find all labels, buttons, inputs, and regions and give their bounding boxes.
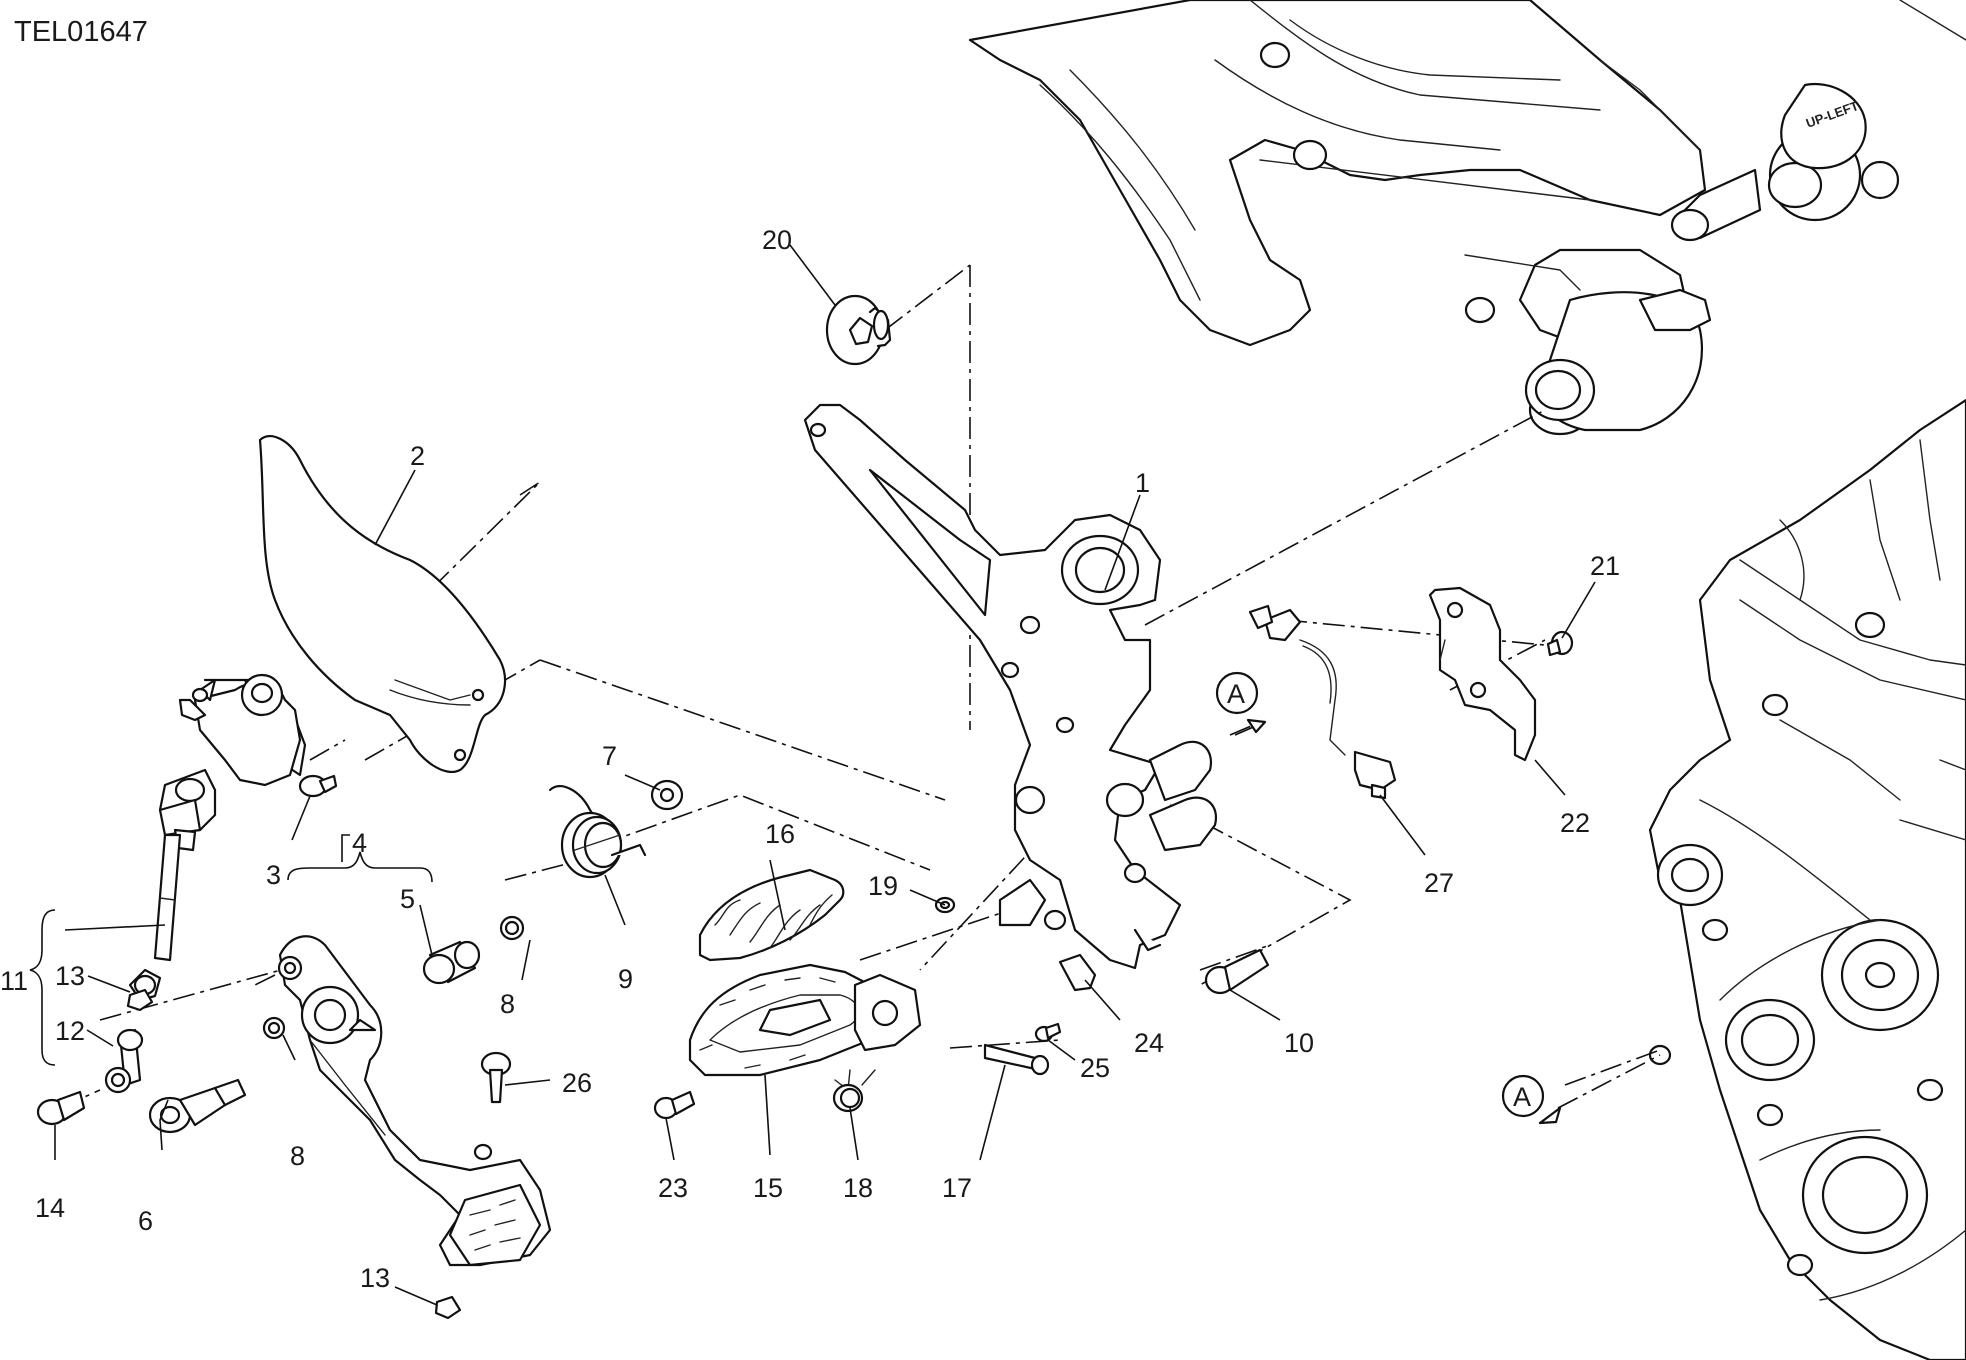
callout-17: 17 [942, 1173, 972, 1203]
callout-5: 5 [400, 884, 415, 914]
group-4-bracket [287, 851, 433, 883]
part-12-clevis [104, 1028, 144, 1094]
part-4-brake-pedal [277, 935, 552, 1267]
part-11-rear-master-cylinder [128, 673, 307, 1002]
callout-25: 25 [1080, 1053, 1110, 1083]
part-27-brake-light-switch [1248, 604, 1397, 800]
part-15-footpeg [688, 963, 922, 1077]
callout-8b: 8 [290, 1141, 305, 1171]
part-16-footpeg-rubber [698, 868, 845, 962]
callout-26: 26 [562, 1068, 592, 1098]
part-14-pin-screw [36, 1090, 86, 1126]
part-18-peg-spring [832, 1069, 876, 1113]
part-13-nut-upper [126, 988, 154, 1012]
drawing-code: TEL01647 [14, 16, 148, 48]
part-9-return-spring [548, 784, 647, 879]
callout-2: 2 [410, 441, 425, 471]
callout-11: 11 [0, 966, 28, 996]
group-11-brace [29, 909, 56, 1066]
part-3-screw [298, 774, 338, 798]
engine-crankcase [1648, 398, 1966, 1360]
part-23-screw [653, 1090, 696, 1120]
svg-text:A: A [1513, 1082, 1531, 1112]
callout-23: 23 [658, 1173, 688, 1203]
callout-16: 16 [765, 819, 795, 849]
callout-21: 21 [1590, 551, 1620, 581]
part-2-heel-guard [258, 434, 507, 773]
callout-20: 20 [762, 225, 792, 255]
part-20-plug-cap [825, 294, 892, 366]
leader-lines [54, 244, 1596, 1306]
callout-13b: 13 [360, 1263, 390, 1293]
part-1-footpeg-bracket [803, 403, 1218, 970]
callout-15: 15 [753, 1173, 783, 1203]
callout-6: 6 [138, 1206, 153, 1236]
callout-9: 9 [618, 964, 633, 994]
part-13-nut-lower [434, 1295, 462, 1320]
part-6-pivot-bolt [148, 1078, 247, 1134]
part-22-sensor-bracket [1428, 586, 1537, 762]
callout-4: 4 [352, 828, 367, 858]
part-5-bushing [422, 940, 481, 985]
callout-27: 27 [1424, 868, 1454, 898]
view-marker-a-upper: A [1215, 671, 1267, 736]
part-25-screw [1034, 1022, 1062, 1043]
callout-10: 10 [1284, 1028, 1314, 1058]
callout-18: 18 [843, 1173, 873, 1203]
part-26-screw [480, 1051, 512, 1104]
callout-7: 7 [602, 741, 617, 771]
callout-8a: 8 [500, 989, 515, 1019]
callout-numbers: 1 2 3 4 5 6 7 8 8 9 10 11 12 13 13 14 15… [0, 225, 1620, 1293]
callout-3: 3 [266, 860, 281, 890]
callout-19: 19 [868, 871, 898, 901]
view-marker-a-lower: A [1501, 1054, 1661, 1125]
part-21-screw [1546, 630, 1574, 657]
callout-1: 1 [1135, 468, 1150, 498]
callout-22: 22 [1560, 808, 1590, 838]
svg-text:A: A [1227, 679, 1245, 709]
callout-14: 14 [35, 1193, 65, 1223]
callout-12: 12 [55, 1016, 85, 1046]
callout-24: 24 [1134, 1028, 1164, 1058]
part-7-washer [650, 779, 684, 811]
part-17-pivot-pin [983, 1043, 1050, 1076]
part-10-bolt [1204, 948, 1270, 995]
callout-13a: 13 [55, 961, 85, 991]
motorcycle-frame: UP-LEFT [968, 0, 1966, 436]
part-8-washer [499, 915, 525, 941]
part-8-washer-lower [262, 1016, 286, 1040]
